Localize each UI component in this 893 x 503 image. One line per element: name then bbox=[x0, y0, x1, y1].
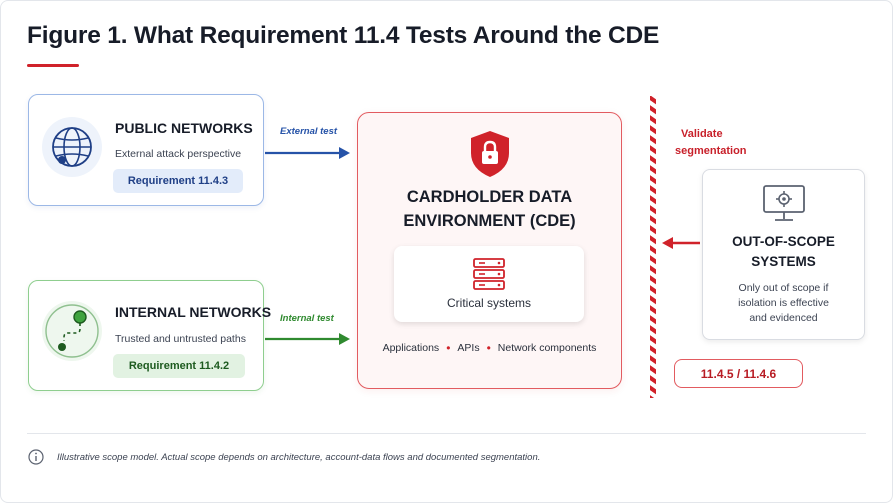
public-networks-card: PUBLIC NETWORKS External attack perspect… bbox=[28, 94, 264, 206]
footer-divider bbox=[27, 433, 866, 434]
component-applications: Applications bbox=[382, 342, 440, 354]
info-icon bbox=[28, 449, 44, 465]
segmentation-label-line2: segmentation bbox=[675, 145, 747, 157]
critical-systems-label: Critical systems bbox=[446, 296, 531, 310]
internal-networks-title: INTERNAL NETWORKS bbox=[115, 304, 272, 320]
out-of-scope-title-line2: SYSTEMS bbox=[751, 254, 816, 269]
requirement-11-4-5-11-4-6-badge: 11.4.5 / 11.4.6 bbox=[674, 359, 803, 388]
public-networks-title: PUBLIC NETWORKS bbox=[115, 120, 253, 136]
network-path-icon bbox=[42, 301, 102, 361]
out-of-scope-desc-line2: isolation is effective bbox=[738, 297, 829, 309]
out-of-scope-desc-line3: and evidenced bbox=[749, 312, 818, 324]
globe-icon bbox=[42, 117, 102, 177]
separator-dot: • bbox=[486, 341, 491, 355]
server-icon bbox=[473, 258, 505, 290]
critical-systems-card: Critical systems bbox=[394, 246, 584, 322]
cde-components-list: Applications • APIs • Network components bbox=[358, 341, 621, 355]
out-of-scope-card: OUT-OF-SCOPE SYSTEMS Only out of scope i… bbox=[702, 169, 865, 340]
cde-box: CARDHOLDER DATA ENVIRONMENT (CDE) Critic… bbox=[357, 112, 622, 389]
shield-lock-icon bbox=[471, 131, 509, 177]
figure-title: Figure 1. What Requirement 11.4 Tests Ar… bbox=[27, 22, 660, 49]
component-network-components: Network components bbox=[497, 342, 597, 354]
component-apis: APIs bbox=[457, 342, 480, 354]
monitor-gear-icon bbox=[763, 185, 805, 221]
out-of-scope-title-line1: OUT-OF-SCOPE bbox=[732, 234, 835, 249]
cde-title-line2: ENVIRONMENT (CDE) bbox=[403, 212, 576, 230]
internal-networks-subtitle: Trusted and untrusted paths bbox=[115, 333, 246, 345]
segmentation-label-line1: Validate bbox=[681, 128, 723, 140]
public-networks-subtitle: External attack perspective bbox=[115, 148, 242, 160]
cde-title-line1: CARDHOLDER DATA bbox=[406, 188, 573, 206]
requirement-11-4-2-badge: Requirement 11.4.2 bbox=[113, 354, 245, 378]
out-of-scope-desc-line1: Only out of scope if bbox=[738, 282, 829, 294]
internal-networks-card: INTERNAL NETWORKS Trusted and untrusted … bbox=[28, 280, 271, 391]
footer-note: Illustrative scope model. Actual scope d… bbox=[57, 452, 541, 463]
requirement-11-4-3-badge: Requirement 11.4.3 bbox=[113, 169, 243, 193]
title-underline bbox=[27, 64, 79, 67]
external-test-label: External test bbox=[280, 126, 338, 137]
internal-test-label: Internal test bbox=[280, 313, 334, 324]
separator-dot: • bbox=[446, 341, 451, 355]
